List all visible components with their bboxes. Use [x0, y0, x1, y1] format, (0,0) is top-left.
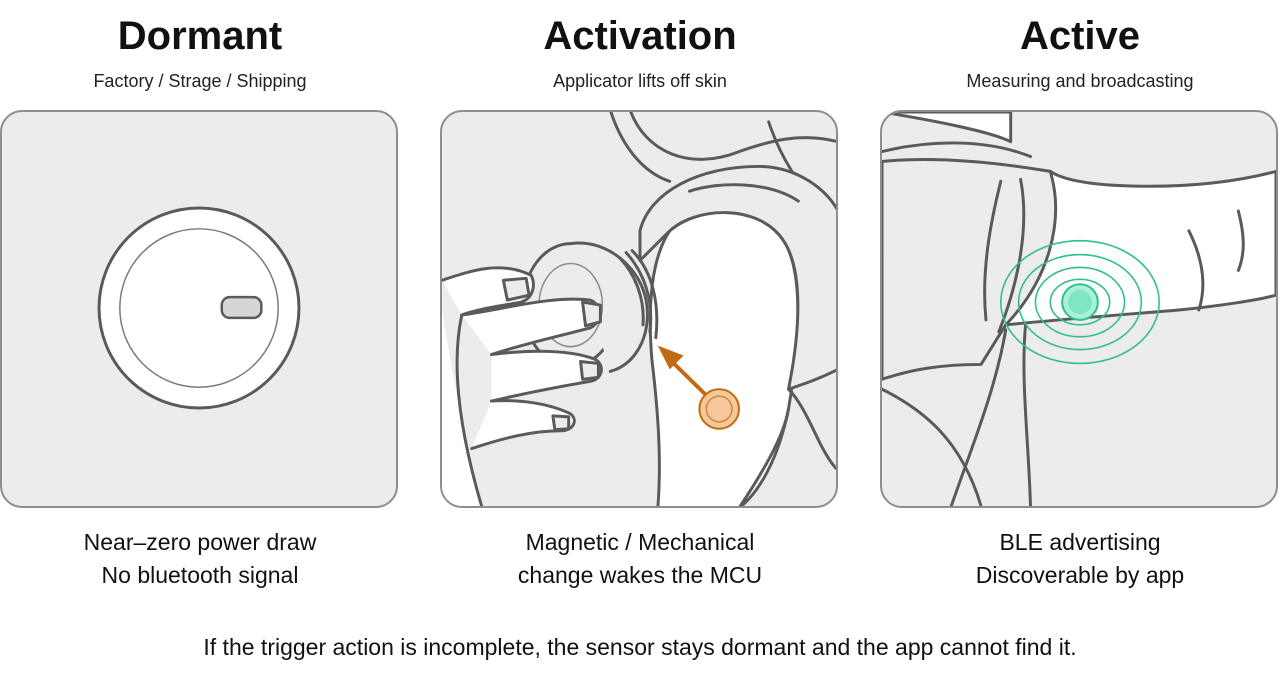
stage-title: Activation	[543, 14, 737, 58]
activation-illustration-panel	[440, 110, 838, 508]
footer-note: If the trigger action is incomplete, the…	[203, 634, 1077, 660]
sensor-broadcasting-icon	[1000, 239, 1160, 365]
applicator-hand-illustration	[442, 112, 836, 506]
stage-title: Active	[1019, 14, 1141, 58]
active-arm-illustration	[882, 112, 1276, 506]
stage-title: Dormant	[117, 14, 283, 58]
caption-line: Magnetic / Mechanical	[525, 529, 755, 555]
stage-caption: Magnetic / Mechanical change wakes the M…	[440, 526, 840, 592]
dormant-illustration-panel	[0, 110, 398, 508]
stage-subtitle: Measuring and broadcasting	[966, 71, 1194, 91]
stage-caption: Near–zero power draw No bluetooth signal	[0, 526, 400, 592]
sensor-dormant-icon	[97, 206, 301, 410]
caption-line: Discoverable by app	[975, 562, 1185, 588]
caption-line: Near–zero power draw	[83, 529, 317, 555]
caption-line: No bluetooth signal	[101, 562, 299, 588]
stage-subtitle: Applicator lifts off skin	[553, 71, 727, 91]
caption-line: change wakes the MCU	[517, 562, 763, 588]
stage-subtitle: Factory / Strage / Shipping	[93, 71, 307, 91]
active-illustration-panel	[880, 110, 1278, 508]
stage-caption: BLE advertising Discoverable by app	[880, 526, 1280, 592]
caption-line: BLE advertising	[999, 529, 1161, 555]
